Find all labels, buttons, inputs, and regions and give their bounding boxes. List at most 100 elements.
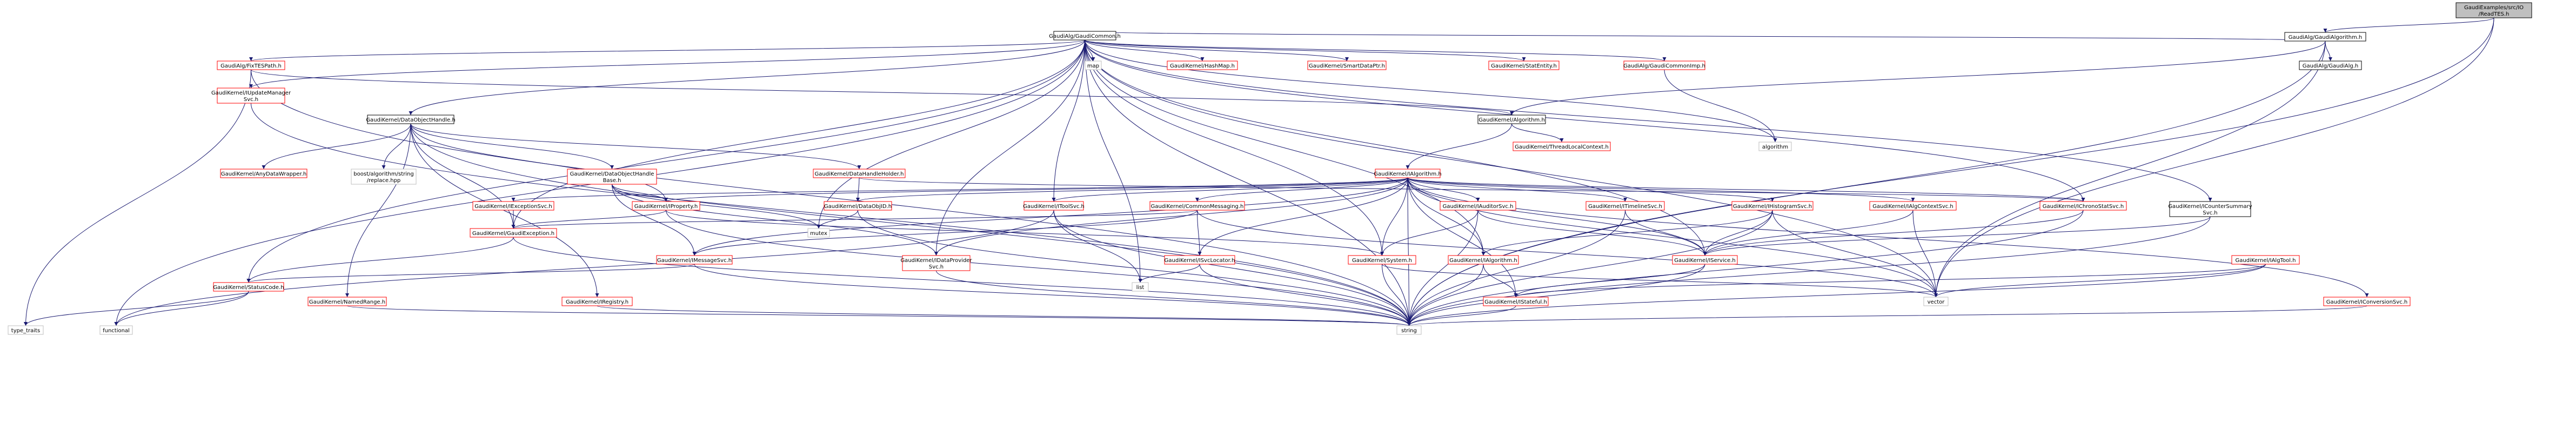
node-ialgtool[interactable]: GaudiKernel/IAlgTool.h [2231, 255, 2300, 265]
include-edge-itimelinesvc-string [1407, 210, 1625, 326]
node-isvclocator[interactable]: GaudiKernel/ISvcLocator.h [1164, 255, 1235, 265]
include-edge-gaudiexception-string [513, 237, 1411, 326]
node-gaudialgorithm[interactable]: GaudiAlg/GaudiAlgorithm.h [2284, 32, 2366, 42]
node-mutex[interactable]: mutex [807, 228, 830, 238]
include-edge-gaudicommon-algorithm [1085, 39, 1777, 143]
include-edge-ialgtool-vector [1934, 264, 2266, 298]
include-edge-ichronostatsvc-string [1407, 210, 2084, 326]
node-ihistogramsvc[interactable]: GaudiKernel/IHistogramSvc.h [1731, 201, 1814, 211]
node-typetraits[interactable]: type_traits [8, 325, 44, 335]
node-smartdataptr[interactable]: GaudiKernel/SmartDataPtr.h [1307, 61, 1387, 70]
node-label: GaudiKernel/System.h [1352, 258, 1412, 264]
node-iexceptionsvc[interactable]: GaudiKernel/IExceptionSvc.h [472, 201, 554, 211]
include-edge-gaudialgorithm-vector [1934, 41, 2326, 298]
node-label: GaudiKernel/IRegistry.h [566, 299, 628, 305]
node-gaudialg[interactable]: GaudiAlg/GaudiAlg.h [2299, 61, 2362, 70]
include-edge-dataobjecthandle-iproperty [410, 123, 668, 202]
node-gaudiexception[interactable]: GaudiKernel/GaudiException.h [470, 228, 557, 238]
node-gaudicommonimp[interactable]: GaudiAlg/GaudiCommonImp.h [1623, 61, 1705, 70]
node-box [1672, 255, 1738, 265]
node-functional[interactable]: functional [99, 325, 133, 335]
include-edge-root-vector [1934, 17, 2494, 298]
node-vector[interactable]: vector [1923, 297, 1949, 306]
node-hashmap[interactable]: GaudiKernel/HashMap.h [1167, 61, 1238, 70]
node-boostreplace[interactable]: boost/algorithm/string/replace.hpp [351, 169, 417, 185]
include-edge-dataobjhandlebase-mutex [612, 184, 821, 229]
include-edge-ialgorithm-systemh [1380, 177, 1408, 256]
node-box [307, 297, 387, 306]
node-dataobjid[interactable]: GaudiKernel/DataObjID.h [824, 201, 892, 211]
node-iauditorsvc[interactable]: GaudiKernel/IAuditorSvc.h [1440, 201, 1516, 211]
node-ialgorithm2[interactable]: GaudiKernel/IAlgorithm.h [1448, 255, 1519, 265]
node-string[interactable]: string [1396, 325, 1422, 335]
node-box [2455, 2, 2532, 18]
include-edge-fixtespath-typetraits [24, 69, 251, 326]
node-iregistry[interactable]: GaudiKernel/IRegistry.h [561, 297, 633, 306]
node-statentity[interactable]: GaudiKernel/StatEntity.h [1488, 61, 1560, 70]
node-istateful[interactable]: GaudiKernel/IStateful.h [1483, 297, 1549, 306]
node-iconversionsvc[interactable]: GaudiKernel/IConversionSvc.h [2323, 297, 2411, 306]
node-namedrange[interactable]: GaudiKernel/NamedRange.h [307, 297, 387, 306]
node-label: string [1401, 328, 1417, 334]
node-itimelinesvc[interactable]: GaudiKernel/ITimelineSvc.h [1585, 201, 1665, 211]
include-edge-icountersummary-string [1407, 216, 2211, 326]
include-edge-ihistogramsvc-string [1407, 210, 1773, 326]
node-box [1623, 61, 1705, 70]
node-label: map [1087, 63, 1099, 69]
node-label: GaudiAlg/GaudiAlg.h [2303, 63, 2359, 69]
node-itoolsvc[interactable]: GaudiKernel/IToolSvc.h [1023, 201, 1085, 211]
include-edge-gaudicommon-string [1085, 39, 1411, 326]
node-imessagesvc[interactable]: GaudiKernel/IMessageSvc.h [656, 255, 733, 265]
node-ialgcontextsvc[interactable]: GaudiKernel/IAlgContextSvc.h [1869, 201, 1957, 211]
node-fixtespath[interactable]: GaudiAlg/FixTESPath.h [217, 61, 285, 70]
node-commonmessaging[interactable]: GaudiKernel/CommonMessaging.h [1149, 201, 1245, 211]
node-dataobjecthandle[interactable]: GaudiKernel/DataObjectHandle.h [366, 115, 456, 124]
node-systemh[interactable]: GaudiKernel/System.h [1348, 255, 1416, 265]
node-label: GaudiKernel/IUpdateManager [211, 90, 291, 96]
include-edge-gaudicommon-list [1085, 39, 1142, 283]
node-ichronostatsvc[interactable]: GaudiKernel/IChronoStatSvc.h [2039, 201, 2127, 211]
node-map[interactable]: map [1085, 61, 1102, 70]
node-box [8, 325, 44, 335]
node-threadlocal[interactable]: GaudiKernel/ThreadLocalContext.h [1513, 142, 1611, 151]
node-label: GaudiKernel/IAlgContextSvc.h [1872, 204, 1953, 210]
node-anydatawrapper[interactable]: GaudiKernel/AnyDataWrapper.h [220, 169, 307, 178]
node-label: GaudiAlg/GaudiCommon.h [1049, 33, 1121, 39]
include-edge-commonmessaging-isvclocator [1197, 210, 1202, 256]
include-edge-ialgorithm-iauditorsvc [1407, 177, 1480, 202]
node-box [1132, 282, 1149, 292]
include-edge-ialgorithm-istateful [1407, 177, 1518, 298]
node-statuscode[interactable]: GaudiKernel/StatusCode.h [213, 282, 284, 292]
node-list[interactable]: list [1132, 282, 1149, 292]
node-datahandleholder[interactable]: GaudiKernel/DataHandleHolder.h [813, 169, 906, 178]
node-ialgorithm[interactable]: GaudiKernel/IAlgorithm.h [1374, 169, 1442, 178]
include-edge-gaudicommon-systemh [1085, 39, 1384, 256]
include-edge-gaudicommon-hashmap [1085, 39, 1205, 62]
node-gaudicommon[interactable]: GaudiAlg/GaudiCommon.h [1049, 31, 1121, 41]
node-label: list [1136, 285, 1145, 291]
node-iproperty[interactable]: GaudiKernel/IProperty.h [632, 201, 700, 211]
include-edge-dataobjecthandle-gaudiexception [410, 123, 516, 229]
include-edge-gaudicommon-dataobjecthandle [409, 39, 1085, 116]
node-iservice[interactable]: GaudiKernel/IService.h [1672, 255, 1738, 265]
include-edge-ialgorithm-commonmessaging [1195, 177, 1408, 202]
node-root[interactable]: GaudiExamples/src/IO/ReadTES.h [2455, 2, 2532, 18]
include-edge-imessagesvc-statuscode [246, 264, 695, 283]
node-box [561, 297, 633, 306]
node-box [1448, 255, 1519, 265]
node-label: GaudiExamples/src/IO [2464, 5, 2524, 11]
node-algorithm[interactable]: algorithm [1758, 142, 1792, 151]
include-edge-ialgtool-string [1407, 264, 2266, 326]
node-label: functional [103, 328, 130, 334]
include-edge-dataobjecthandle-anydatawrapper [262, 123, 411, 170]
node-label: GaudiKernel/IService.h [1674, 258, 1736, 264]
node-algorithmh[interactable]: GaudiKernel/Algorithm.h [1477, 115, 1546, 124]
include-edge-gaudicommon-gaudicommonimp [1085, 39, 1667, 62]
include-edge-ialgorithm-itoolsvc [1052, 177, 1408, 202]
node-label: GaudiKernel/HashMap.h [1170, 63, 1235, 69]
